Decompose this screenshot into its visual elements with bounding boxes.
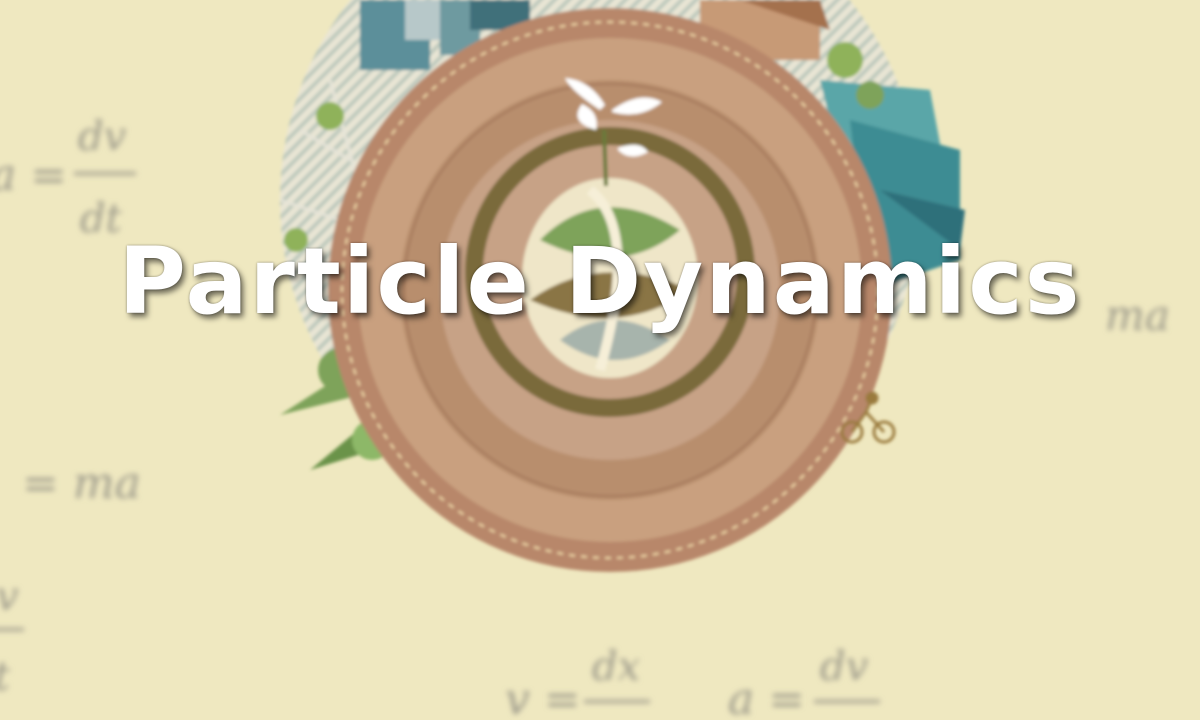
background-equations: a = dv dt = ma ma v t v = dx a = dv (0, 114, 1170, 720)
cyclist-icon (840, 391, 896, 444)
globe-leaf-icon (522, 178, 698, 378)
eq-v-dx-num: dx (592, 644, 640, 690)
eq-a-num: dv (78, 114, 127, 160)
eq-a-den: dt (80, 196, 123, 242)
ring-dark (465, 127, 755, 417)
page-title: Particle Dynamics (118, 228, 1082, 335)
eq-a-lhs: a = (0, 150, 67, 201)
eq-ma-right: ma (1105, 291, 1170, 340)
eq-v-lhs: v = (505, 674, 581, 720)
leaf-sprout-icon (565, 78, 662, 187)
eq-a2-lhs: a = (728, 674, 805, 720)
eq-f-ma: = ma (22, 458, 141, 509)
eq-v-den: t (0, 654, 11, 700)
eq-a2-num: dv (820, 644, 869, 690)
eq-v-num: v (0, 574, 19, 620)
